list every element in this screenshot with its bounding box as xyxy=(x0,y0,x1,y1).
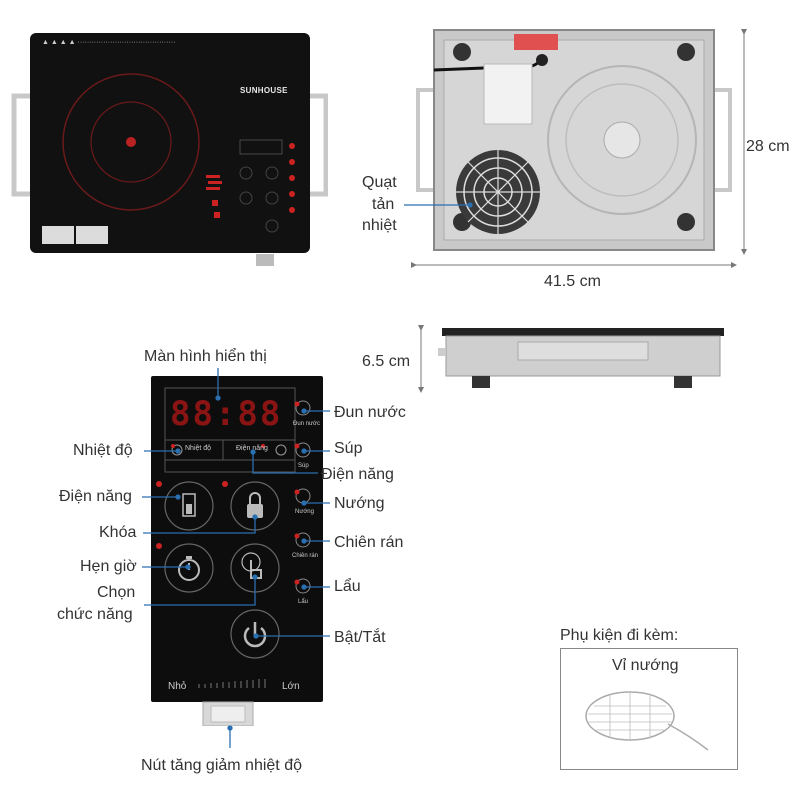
panel-mode-hotpot: Lẩu xyxy=(298,599,309,605)
right-handle xyxy=(308,93,329,197)
callout-soup: Súp xyxy=(334,440,363,457)
cooktop-side-image xyxy=(438,328,724,388)
glass-top xyxy=(30,33,310,253)
callout-select-line2: chức năng xyxy=(57,606,133,623)
brand-logo: SUNHOUSE xyxy=(240,86,288,95)
fan-label-line3: nhiệt xyxy=(362,217,397,234)
dimension-thickness: 6.5 cm xyxy=(362,353,411,370)
accessory-heading: Phụ kiện đi kèm: xyxy=(560,627,679,644)
lock-icon xyxy=(247,492,263,518)
svg-text:▲ ▲ ▲ ▲ ······················: ▲ ▲ ▲ ▲ ································… xyxy=(42,39,175,46)
cooktop-bottom-image xyxy=(416,29,732,251)
panel-mode-grill: Nướng xyxy=(295,509,314,515)
callout-boil: Đun nước xyxy=(334,404,406,421)
callout-power-left: Điện năng xyxy=(59,488,132,505)
slider-high-label: Lớn xyxy=(282,681,300,692)
panel-temp-label: Nhiệt độ xyxy=(185,445,212,452)
left-handle xyxy=(11,93,38,197)
side-view-product xyxy=(438,326,730,392)
battery-icon xyxy=(182,493,196,517)
panel-mode-boil: Đun nước xyxy=(293,421,320,427)
panel-power-label: Điện năng xyxy=(236,445,268,452)
slider-low-label: Nhỏ xyxy=(168,681,187,692)
callout-fry: Chiên rán xyxy=(334,534,404,551)
top-view-product: ▲ ▲ ▲ ▲ ································… xyxy=(8,30,329,270)
callout-onoff: Bật/Tắt xyxy=(334,629,386,646)
callout-timer: Hẹn giờ xyxy=(80,558,137,575)
cooktop-top-image: ▲ ▲ ▲ ▲ ································… xyxy=(11,33,329,266)
accessory-name: Vỉ nướng xyxy=(612,657,679,674)
power-icon xyxy=(243,622,267,648)
dimension-height: 28 cm xyxy=(746,138,790,155)
control-panel xyxy=(151,376,323,702)
fan-label-line2: tản xyxy=(372,196,395,213)
display-digits: 88:88 xyxy=(170,394,283,434)
panel-mode-soup: Súp xyxy=(298,463,309,469)
timer-icon xyxy=(178,556,200,581)
callout-temperature: Nhiệt độ xyxy=(73,442,133,459)
grill-rack-image xyxy=(585,691,709,751)
panel-mode-fry: Chiên rán xyxy=(292,553,319,559)
callout-power-right: Điện năng xyxy=(321,466,394,483)
fan-label-line1: Quạt xyxy=(362,174,397,191)
callout-grill: Nướng xyxy=(334,495,385,512)
bottom-view-product xyxy=(412,28,736,266)
callout-lock: Khóa xyxy=(99,524,137,541)
accessory-box xyxy=(560,648,738,770)
knob-callout: Nút tăng giảm nhiệt độ xyxy=(141,757,302,774)
dimension-width: 41.5 cm xyxy=(544,273,601,290)
touch-hand-icon xyxy=(241,552,262,579)
display-callout: Màn hình hiển thị xyxy=(144,348,267,365)
callout-hotpot: Lẩu xyxy=(334,578,361,595)
callout-select-line1: Chọn xyxy=(97,584,136,601)
